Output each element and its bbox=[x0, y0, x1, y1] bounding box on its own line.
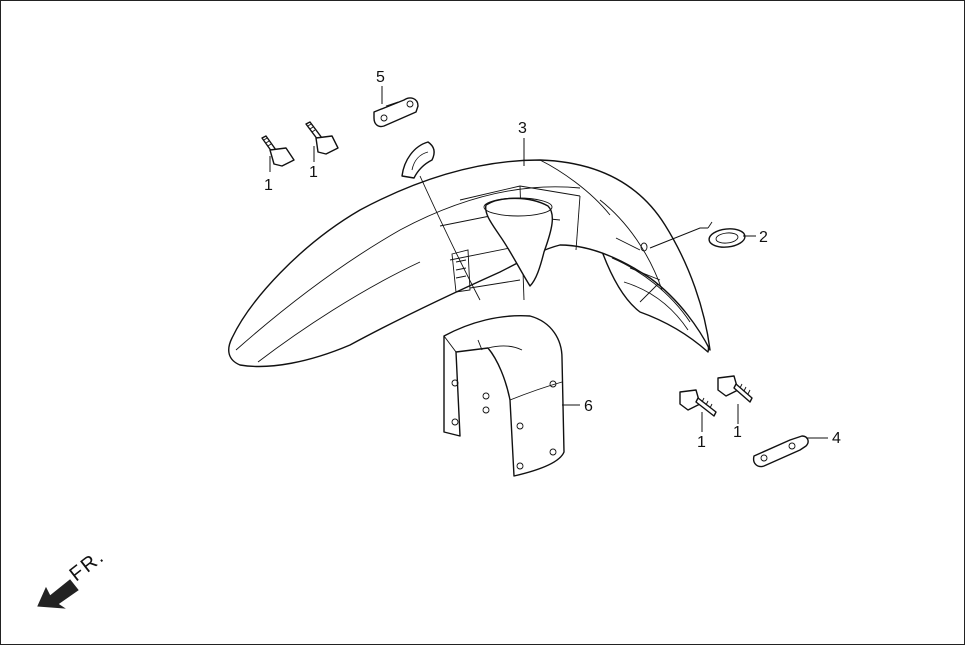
callout-bracket-right: 4 bbox=[832, 430, 841, 447]
bolt-top-right bbox=[305, 121, 339, 155]
leader-lines bbox=[269, 86, 828, 439]
fork-brace bbox=[443, 314, 565, 477]
front-direction-label: FR. bbox=[66, 545, 110, 586]
callout-bolt-bottom-left: 1 bbox=[697, 434, 706, 451]
callout-bracket-left: 5 bbox=[376, 69, 385, 86]
front-direction-arrow-icon bbox=[37, 579, 79, 609]
bracket-right bbox=[752, 435, 809, 468]
bolt-bottom-right bbox=[717, 375, 753, 403]
callout-fork-brace: 6 bbox=[584, 398, 593, 415]
callout-fender: 3 bbox=[518, 120, 527, 137]
front-fender bbox=[228, 141, 711, 368]
bolt-bottom-left bbox=[679, 389, 717, 417]
callout-bolt-top-left: 1 bbox=[264, 177, 273, 194]
bolt-top-left bbox=[261, 135, 295, 167]
callout-bolt-top-right: 1 bbox=[309, 164, 318, 181]
callout-bolt-bottom-right: 1 bbox=[733, 424, 742, 441]
clip bbox=[707, 221, 746, 248]
callout-clip: 2 bbox=[759, 229, 768, 246]
bracket-left bbox=[373, 97, 419, 128]
